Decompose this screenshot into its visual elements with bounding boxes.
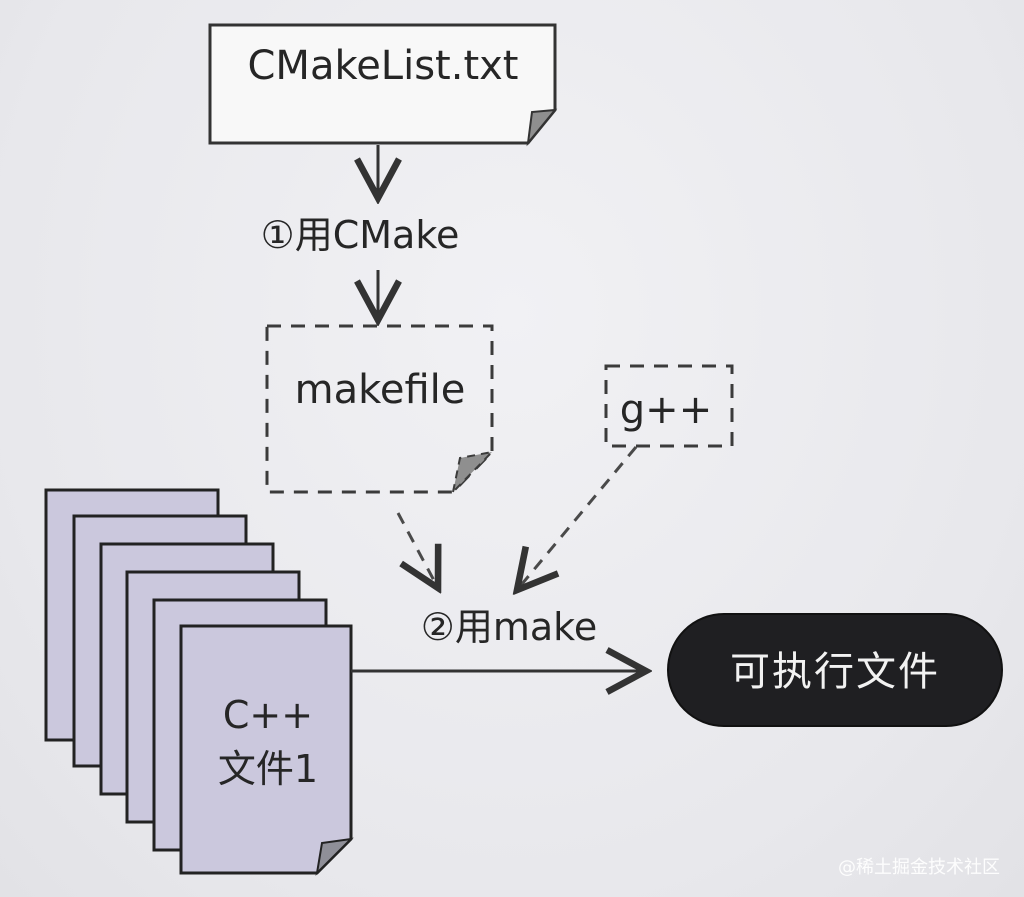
cpp-file-stack: C++ 文件1 <box>44 488 354 876</box>
makefile-file-corner <box>451 450 495 496</box>
watermark-text: @稀土掘金技术社区 <box>838 857 1000 878</box>
cmakelist-file-corner <box>526 108 558 147</box>
step1-label: ①用CMake <box>261 213 460 257</box>
executable-output: 可执行文件 <box>667 613 1003 727</box>
cpp-file-front-corner <box>315 837 354 876</box>
arrow-gpp-to-step2 <box>517 446 638 590</box>
executable-pill <box>667 613 1003 727</box>
cpp-files-label-line1: C++ <box>223 693 313 737</box>
arrow-makefile-to-step2 <box>396 512 438 588</box>
gpp-box <box>604 364 734 448</box>
executable-label: 可执行文件 <box>730 649 940 695</box>
makefile-label: makefile <box>295 367 466 413</box>
step2-label: ②用make <box>421 605 597 649</box>
makefile-file: makefile <box>265 324 495 496</box>
cpp-files-label-line2: 文件1 <box>218 747 318 791</box>
cmakelist-file: CMakeList.txt <box>208 23 558 147</box>
cmakelist-label: CMakeList.txt <box>248 43 519 89</box>
gpp-tool: g++ <box>604 364 734 448</box>
gpp-label: g++ <box>620 387 712 433</box>
